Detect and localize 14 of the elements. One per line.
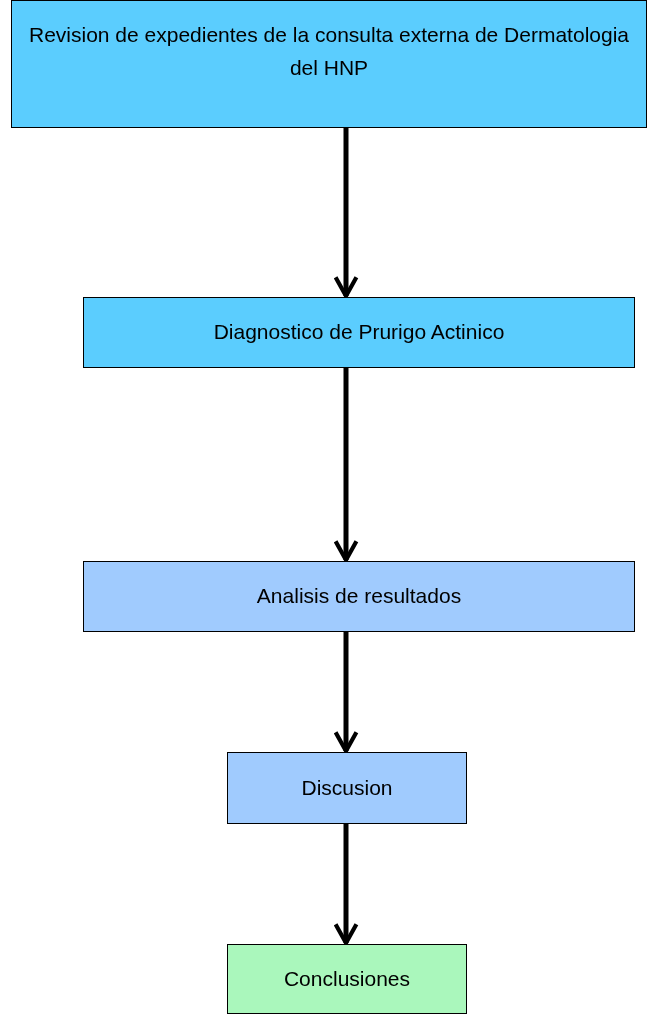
arrow — [333, 368, 359, 563]
arrow — [333, 632, 359, 754]
process-box — [11, 0, 647, 128]
box-label: Conclusiones — [282, 965, 412, 992]
process-box — [227, 752, 467, 824]
arrow — [333, 824, 359, 946]
box-label: Discusion — [300, 774, 394, 801]
box-label: Analisis de resultados — [255, 583, 463, 610]
box-label: Diagnostico de Prurigo Actinico — [212, 319, 506, 346]
process-box — [83, 297, 635, 368]
process-box — [83, 561, 635, 632]
box-label: Revision de expedientes de la consulta externa de Dermatologia del HNP — [27, 22, 630, 81]
arrow — [333, 128, 359, 299]
process-box — [227, 944, 467, 1014]
